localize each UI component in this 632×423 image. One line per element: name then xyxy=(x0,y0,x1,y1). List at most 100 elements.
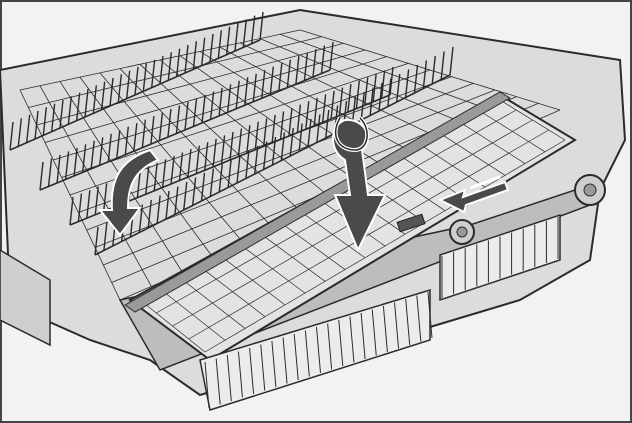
tine xyxy=(50,103,56,132)
tine xyxy=(192,98,198,127)
lower-basket-grille xyxy=(199,213,561,411)
basket-front xyxy=(199,288,431,411)
tine xyxy=(47,158,53,187)
tine xyxy=(69,196,74,226)
basket-bar xyxy=(237,351,243,398)
tine xyxy=(201,94,206,124)
tine xyxy=(117,74,123,103)
tine xyxy=(237,128,243,157)
tine xyxy=(56,154,61,184)
tine xyxy=(178,152,184,181)
tine xyxy=(242,19,248,48)
tine xyxy=(150,59,156,88)
tray-grid-line xyxy=(188,129,549,340)
tine xyxy=(387,78,392,107)
sliding-tray-grid xyxy=(139,99,566,353)
tine xyxy=(278,63,283,92)
tine xyxy=(235,80,240,109)
tine xyxy=(192,41,198,70)
tine xyxy=(170,155,175,185)
basket-bar xyxy=(215,358,221,405)
tine xyxy=(107,133,112,162)
tine xyxy=(175,48,181,77)
tine xyxy=(289,127,294,157)
tine xyxy=(109,77,114,107)
tine xyxy=(116,130,121,159)
tine xyxy=(209,168,215,197)
tine xyxy=(195,145,201,174)
tine xyxy=(280,132,286,161)
tine xyxy=(150,116,155,145)
tine xyxy=(90,140,95,169)
tine xyxy=(200,37,206,66)
tine xyxy=(431,55,436,85)
tine xyxy=(133,123,138,152)
basket-bar xyxy=(382,305,388,353)
floor-grid-line xyxy=(19,29,301,91)
tine xyxy=(271,114,276,143)
rotate-down-arrow-icon xyxy=(332,116,387,253)
tine xyxy=(102,183,108,212)
tine xyxy=(252,73,257,102)
tine xyxy=(254,121,259,150)
tine xyxy=(218,87,223,116)
tine xyxy=(286,59,292,88)
tine xyxy=(73,147,78,176)
tine xyxy=(156,195,161,224)
tine xyxy=(75,92,81,121)
rack-latch xyxy=(396,213,426,233)
tine xyxy=(125,70,131,99)
tine xyxy=(153,162,158,191)
basket-bar xyxy=(226,354,232,402)
tine xyxy=(183,181,188,211)
basket-bar xyxy=(327,323,333,370)
rack-side-panel xyxy=(0,249,51,347)
tine xyxy=(325,109,330,139)
tine xyxy=(99,137,104,166)
tine xyxy=(250,15,256,44)
tine xyxy=(159,55,164,85)
basket-bar xyxy=(316,326,321,374)
tine xyxy=(138,204,144,233)
tine xyxy=(187,149,192,178)
tine xyxy=(209,33,214,63)
basket-bar xyxy=(416,295,422,342)
tine-row-bar xyxy=(9,39,261,151)
tine xyxy=(279,111,285,140)
tine xyxy=(364,77,369,106)
basket-bar xyxy=(271,340,277,388)
basket-bar xyxy=(349,316,355,363)
tine xyxy=(67,96,73,125)
tine xyxy=(449,46,454,76)
tine xyxy=(184,44,189,74)
tine xyxy=(380,70,386,99)
basket-bar xyxy=(394,302,400,349)
tine xyxy=(404,69,410,98)
basket-bar xyxy=(427,291,433,339)
tine xyxy=(298,123,303,152)
tine xyxy=(167,52,173,81)
tine xyxy=(212,138,217,167)
tine xyxy=(422,60,428,89)
tine xyxy=(103,222,108,251)
tine xyxy=(295,56,300,85)
tine xyxy=(303,52,309,81)
tray-grid-line xyxy=(204,139,566,353)
tine xyxy=(320,45,326,74)
basket-bar xyxy=(249,347,255,395)
tine xyxy=(307,118,312,148)
tine xyxy=(225,26,231,55)
tine xyxy=(167,108,172,138)
tine xyxy=(161,159,167,188)
tine xyxy=(191,177,197,206)
tine xyxy=(262,118,268,147)
rack-wheel-right xyxy=(574,174,606,206)
tine xyxy=(17,118,23,147)
basket-bar xyxy=(293,333,299,381)
rack-wheel-middle xyxy=(449,219,475,245)
tine xyxy=(42,107,48,136)
tine xyxy=(269,66,274,95)
tine xyxy=(246,125,251,154)
tine xyxy=(59,99,64,129)
